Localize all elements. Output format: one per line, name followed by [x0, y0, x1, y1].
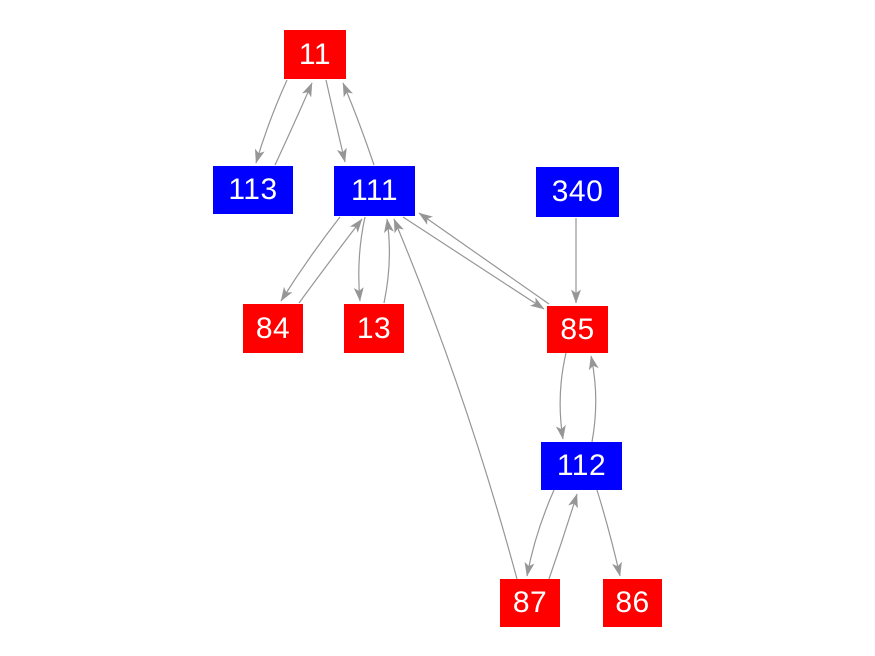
edge-111-to-11 — [342, 82, 375, 166]
edge-87-to-112 — [548, 493, 578, 580]
edge-11-to-111 — [325, 79, 347, 163]
edge-111-to-85 — [402, 216, 545, 310]
edge-111-to-13 — [353, 216, 366, 302]
edge-85-to-111 — [418, 212, 550, 305]
edge-13-to-111 — [383, 218, 394, 304]
edge-85-to-112 — [555, 352, 567, 440]
edge-112-to-85 — [588, 355, 599, 443]
edge-87-to-111 — [393, 218, 518, 580]
edge-112-to-86 — [596, 489, 622, 577]
edge-113-to-11 — [274, 82, 313, 166]
edge-111-to-84 — [280, 216, 341, 302]
edge-84-to-111 — [298, 218, 363, 304]
edge-112-to-87 — [524, 489, 555, 577]
edge-11-to-113 — [254, 79, 288, 164]
